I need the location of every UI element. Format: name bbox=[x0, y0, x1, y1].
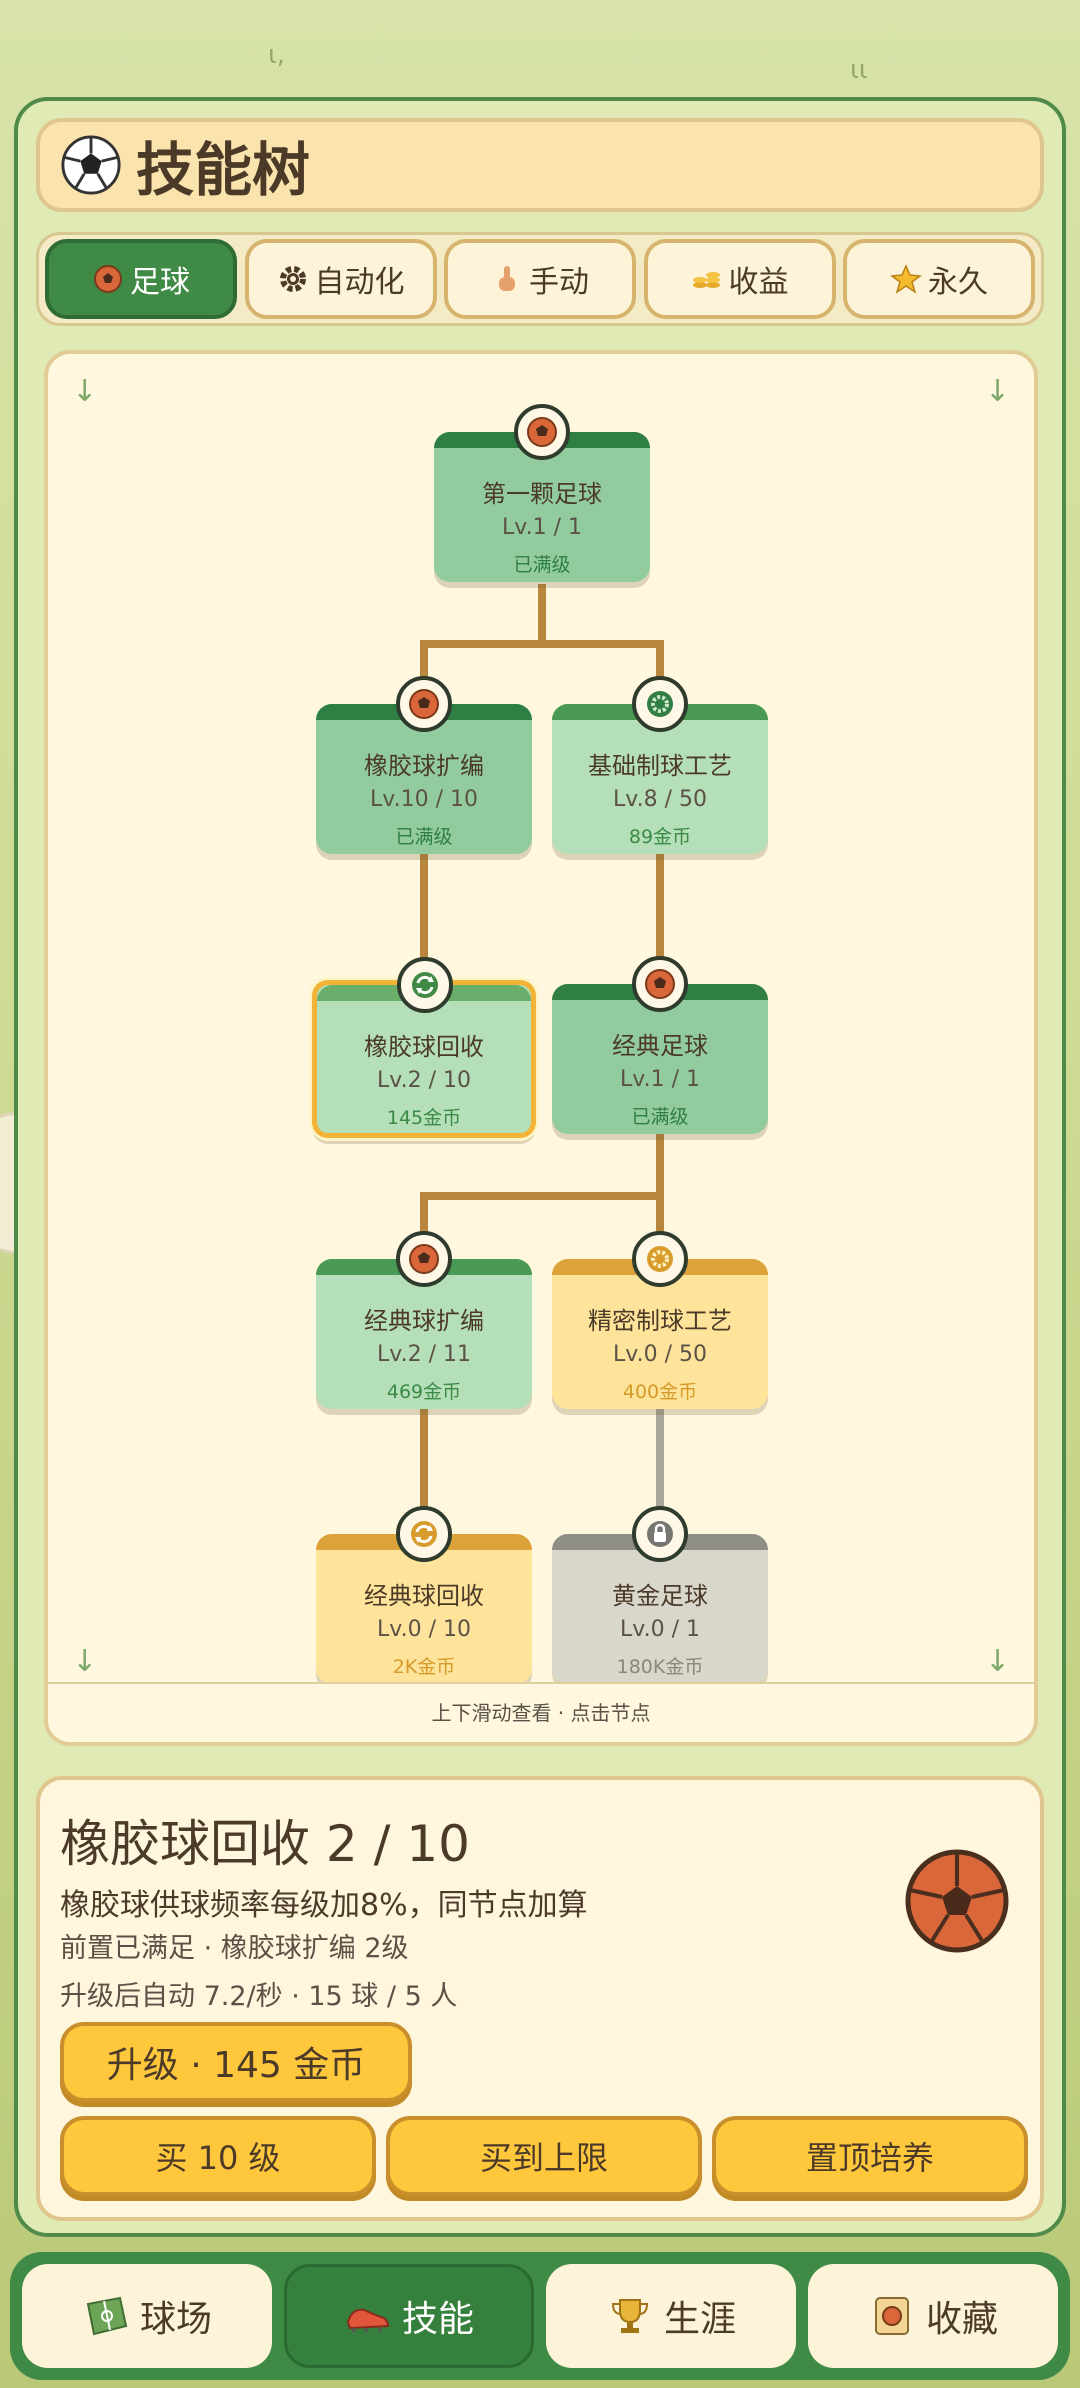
scroll-down-icon: ↓ bbox=[984, 374, 1010, 409]
node-name: 精密制球工艺 bbox=[588, 1307, 732, 1335]
nav-skills[interactable]: 技能 bbox=[284, 2264, 534, 2368]
cleat-icon bbox=[346, 2308, 389, 2332]
nav-label: 收藏 bbox=[925, 2299, 998, 2340]
soccer-ball-icon bbox=[94, 265, 122, 293]
node-status: 89金币 bbox=[628, 826, 692, 848]
skill-node-classic-ball[interactable]: 经典足球 Lv.1 / 1 已满级 bbox=[552, 956, 768, 1134]
node-status: 已满级 bbox=[631, 1106, 689, 1128]
nav-collection[interactable]: 收藏 bbox=[808, 2264, 1058, 2368]
skill-tree-canvas[interactable]: ↓ ↓ ↓ ↓ 第一颗足球 Lv.1 / 1 已满级 bbox=[44, 350, 1038, 1746]
upgrade-button[interactable]: 升级 · 145 金币 bbox=[60, 2022, 412, 2102]
scroll-down-icon: ↓ bbox=[72, 374, 98, 409]
recycle-icon bbox=[411, 1521, 437, 1547]
tab-label: 永久 bbox=[928, 265, 988, 300]
tab-label: 足球 bbox=[130, 265, 190, 300]
ball-icon bbox=[409, 1244, 439, 1274]
tab-label: 自动化 bbox=[314, 265, 405, 300]
lock-icon bbox=[647, 1521, 673, 1547]
node-name: 橡胶球扩编 bbox=[364, 752, 484, 780]
scroll-hint: 上下滑动查看 · 点击节点 bbox=[48, 1682, 1034, 1742]
ball-icon bbox=[645, 969, 675, 999]
node-name: 橡胶球回收 bbox=[364, 1033, 484, 1061]
skill-node-rubber-expand[interactable]: 橡胶球扩编 Lv.10 / 10 已满级 bbox=[316, 676, 532, 854]
bottom-navigation: 球场 技能 生涯 收藏 bbox=[10, 2252, 1070, 2380]
trophy-icon bbox=[611, 2299, 648, 2333]
category-tabs: 足球 自动化 手动 收益 永久 bbox=[36, 232, 1044, 326]
skill-node-classic-expand[interactable]: 经典球扩编 Lv.2 / 11 469金币 bbox=[316, 1231, 532, 1409]
node-status: 已满级 bbox=[395, 826, 453, 848]
tab-permanent[interactable]: 永久 bbox=[843, 239, 1035, 319]
node-name: 经典球回收 bbox=[364, 1582, 484, 1610]
skill-node-basic-craft[interactable]: 基础制球工艺 Lv.8 / 50 89金币 bbox=[552, 676, 768, 854]
node-name: 第一颗足球 bbox=[482, 480, 602, 508]
node-status: 180K金币 bbox=[616, 1656, 704, 1678]
pin-training-button[interactable]: 置顶培养 bbox=[712, 2116, 1028, 2196]
node-status: 400金币 bbox=[622, 1381, 698, 1403]
tab-label: 收益 bbox=[728, 265, 789, 300]
node-level: Lv.0 / 10 bbox=[377, 1617, 471, 1642]
ball-icon bbox=[527, 417, 557, 447]
node-status: 已满级 bbox=[513, 554, 571, 576]
tab-manual[interactable]: 手动 bbox=[444, 239, 636, 319]
title-bar: 技能树 bbox=[36, 118, 1044, 212]
gear-icon bbox=[647, 691, 673, 717]
nav-label: 技能 bbox=[401, 2299, 474, 2340]
soccer-ball-icon bbox=[61, 135, 121, 195]
page-title: 技能树 bbox=[136, 136, 311, 204]
skill-node-rubber-recycle[interactable]: 橡胶球回收 Lv.2 / 10 145金币 bbox=[312, 957, 536, 1138]
detail-prerequisite: 前置已满足 · 橡胶球扩编 2级 bbox=[60, 1933, 409, 1964]
detail-next-effect: 升级后自动 7.2/秒 · 15 球 / 5 人 bbox=[60, 1981, 458, 2012]
skill-node-first-ball[interactable]: 第一颗足球 Lv.1 / 1 已满级 bbox=[434, 404, 650, 582]
grass-decoration: ι, bbox=[268, 40, 286, 70]
node-level: Lv.8 / 50 bbox=[613, 787, 707, 812]
node-level: Lv.1 / 1 bbox=[620, 1067, 700, 1092]
skill-node-golden-ball[interactable]: 黄金足球 Lv.0 / 1 180K金币 bbox=[552, 1506, 768, 1684]
grass-decoration: ιι bbox=[850, 55, 868, 85]
gear-icon bbox=[279, 266, 306, 292]
tab-label: 手动 bbox=[529, 265, 589, 300]
nav-label: 生涯 bbox=[663, 2299, 736, 2340]
tab-soccer[interactable]: 足球 bbox=[45, 239, 237, 319]
nav-career[interactable]: 生涯 bbox=[546, 2264, 796, 2368]
field-icon bbox=[86, 2296, 128, 2336]
skill-detail-card: 橡胶球回收 2 / 10 橡胶球供球频率每级加8%，同节点加算 前置已满足 · … bbox=[36, 1776, 1044, 2221]
buy-to-max-button[interactable]: 买到上限 bbox=[386, 2116, 702, 2196]
coins-icon bbox=[692, 272, 720, 288]
gear-icon bbox=[647, 1246, 673, 1272]
hand-icon bbox=[499, 266, 515, 291]
node-status: 2K金币 bbox=[392, 1656, 456, 1678]
nav-label: 球场 bbox=[139, 2299, 212, 2340]
node-status: 145金币 bbox=[386, 1107, 462, 1129]
node-name: 基础制球工艺 bbox=[588, 752, 732, 780]
skill-node-precision-craft[interactable]: 精密制球工艺 Lv.0 / 50 400金币 bbox=[552, 1231, 768, 1409]
node-level: Lv.10 / 10 bbox=[370, 787, 478, 812]
node-name: 经典球扩编 bbox=[364, 1307, 484, 1335]
ball-icon bbox=[409, 689, 439, 719]
node-name: 黄金足球 bbox=[612, 1582, 708, 1610]
detail-description: 橡胶球供球频率每级加8%，同节点加算 bbox=[60, 1888, 588, 1923]
node-status: 469金币 bbox=[386, 1381, 462, 1403]
skill-node-classic-recycle[interactable]: 经典球回收 Lv.0 / 10 2K金币 bbox=[316, 1506, 532, 1684]
star-icon bbox=[890, 264, 922, 294]
node-level: Lv.2 / 11 bbox=[377, 1342, 471, 1367]
scroll-down-icon: ↓ bbox=[984, 1644, 1010, 1679]
node-level: Lv.0 / 50 bbox=[613, 1342, 707, 1367]
tab-income[interactable]: 收益 bbox=[643, 239, 836, 319]
rubber-ball-icon bbox=[905, 1849, 1009, 1953]
node-level: Lv.1 / 1 bbox=[502, 515, 582, 540]
tab-automation[interactable]: 自动化 bbox=[244, 239, 437, 319]
node-name: 经典足球 bbox=[612, 1032, 708, 1060]
detail-title: 橡胶球回收 2 / 10 bbox=[60, 1815, 470, 1873]
node-level: Lv.0 / 1 bbox=[620, 1617, 700, 1642]
buy-10-levels-button[interactable]: 买 10 级 bbox=[60, 2116, 376, 2196]
node-level: Lv.2 / 10 bbox=[377, 1068, 471, 1093]
recycle-icon bbox=[412, 972, 438, 998]
album-icon bbox=[874, 2297, 909, 2335]
nav-field[interactable]: 球场 bbox=[22, 2264, 272, 2368]
scroll-down-icon: ↓ bbox=[72, 1644, 98, 1679]
